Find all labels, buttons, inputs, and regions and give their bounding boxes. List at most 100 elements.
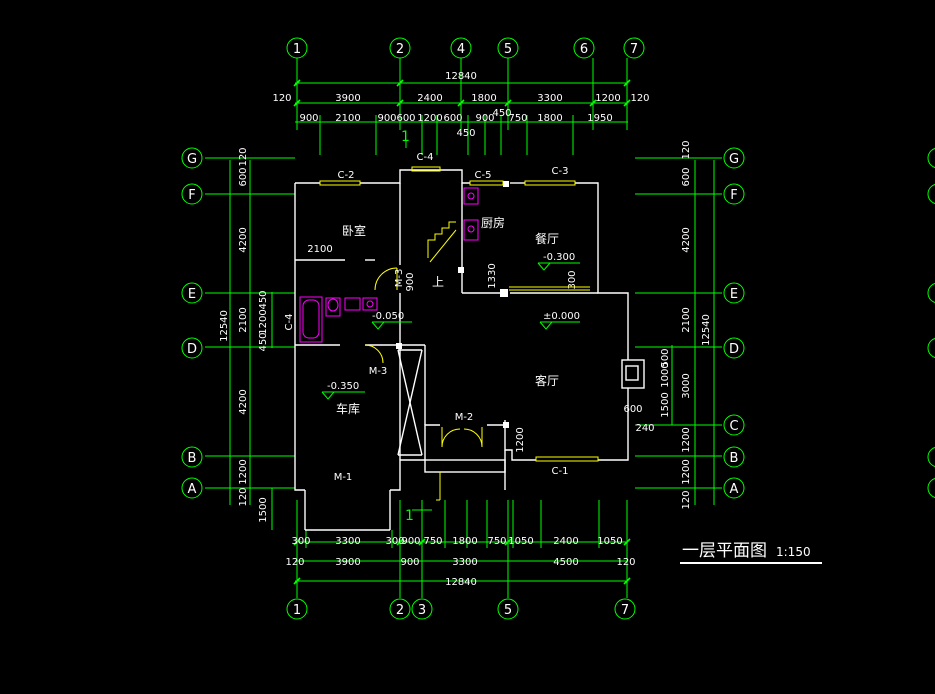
dim-text: 240 [635,423,654,434]
axis-left-G: G [181,147,203,169]
level-text: -0.300 [543,252,575,263]
dimension-ticks [293,79,631,585]
dim-text: 1200 [681,459,692,484]
axis-top-2: 2 [389,37,411,59]
axis-label: 7 [630,42,638,57]
axis-label: F [730,188,737,203]
dim-text: 900 [475,113,494,124]
room-kitchen: 厨房 [481,215,505,230]
dimension-lines [205,58,722,598]
axis-label: 3 [418,603,426,618]
dim-text: 450 [456,128,475,139]
axis-left-B: B [181,446,203,468]
axis-label: 2 [396,603,404,618]
dim-text: 1950 [587,113,612,124]
axis-right-F: F [723,183,745,205]
axis-label: 2 [396,42,404,57]
dim-text: 120 [238,487,249,506]
level-text: ±0.000 [543,311,580,322]
dim-text: 3300 [537,93,562,104]
axis-bottom-1: 1 [286,598,308,620]
dim-text: 1000 [660,362,671,387]
dim-text: 1800 [471,93,496,104]
door-label: M-2 [455,412,474,423]
fixtures [299,187,479,343]
section-mark: 1 [405,508,414,524]
axis-label: G [729,152,739,167]
dim-text: 2100 [335,113,360,124]
windows [319,166,599,501]
window-label: C-5 [475,170,492,181]
axis-label: B [730,451,739,466]
dim-text: 2100 [681,307,692,332]
section-mark: 1 [401,129,410,145]
axis-label: A [188,482,197,497]
window-label: C-3 [552,166,569,177]
room-living: 客厅 [535,373,559,388]
dimension-text: 12840 120 3900 2400 1800 3300 1200 120 9… [219,71,712,588]
axis-bottom-2: 2 [389,598,411,620]
dim-text: 4500 [553,557,578,568]
stove [463,187,479,205]
dim-text: 3900 [335,93,360,104]
door-label: M-3 [369,366,388,377]
dim-text: 1200 [515,427,526,452]
window-label: C-4 [417,152,434,163]
dim-text: 750 [508,113,527,124]
axis-label: 5 [504,42,512,57]
axis-label: 1 [293,42,301,57]
dim-text: 600 [443,113,462,124]
level-text: -0.350 [327,381,359,392]
window-label: C-1 [552,466,569,477]
dim-text: 1200 [258,309,269,334]
dim-text: 750 [487,536,506,547]
dim-text: 900 [377,113,396,124]
dim-text: 600 [238,167,249,186]
axis-left-F: F [181,183,203,205]
axis-label: 7 [621,603,629,618]
dim-text: 2100 [238,307,249,332]
dim-text: 600 [623,404,642,415]
dim-right-outer: 12540 [701,314,712,346]
dim-text: 450 [258,332,269,351]
dim-text: 2400 [553,536,578,547]
dim-text: 1800 [537,113,562,124]
axis-label: 1 [293,603,301,618]
bathtub [299,296,323,343]
dim-text: 450 [258,290,269,309]
dim-text: 1200 [238,459,249,484]
axis-bubbles: 1 2 4 5 6 7 1 2 3 5 7 G F E D B A G F E … [181,37,745,620]
level-marks: -0.300 -0.050 ±0.000 -0.350 [321,252,580,400]
level-text: -0.050 [372,311,404,322]
dim-text: 120 [616,557,635,568]
axis-label: E [188,287,196,302]
room-labels: 卧室 厨房 餐厅 客厅 车库 上 [336,215,559,416]
drawing-scale: 1:150 [776,545,811,559]
axis-label: G [187,152,197,167]
axis-label: C [729,419,738,434]
walls [294,169,645,531]
drawing-title: 一层平面图 [682,541,767,561]
axis-top-1: 1 [286,37,308,59]
axis-right-C: C [723,414,745,436]
dim-text: 3900 [335,557,360,568]
dim-text: 1200 [417,113,442,124]
dim-text: 120 [285,557,304,568]
dim-bottom-total: 12840 [445,577,477,588]
dim-text: 750 [423,536,442,547]
axis-left-A: A [181,477,203,499]
dim-text: 1200 [595,93,620,104]
room-dining: 餐厅 [535,231,559,246]
axis-bottom-7: 7 [614,598,636,620]
axis-left-D: D [181,337,203,359]
axis-label: 5 [504,603,512,618]
axis-right-D: D [723,337,745,359]
dim-text: 900 [405,272,416,291]
opening-labels: C-2 C-4 C-5 C-3 C-4 C-1 M-1 M-2 M-3 M-3 [284,152,568,483]
axis-right-B: B [723,446,745,468]
axis-top-7: 7 [623,37,645,59]
dim-text: 120 [681,490,692,509]
dim-text: 120 [272,93,291,104]
axis-bottom-3: 3 [411,598,433,620]
